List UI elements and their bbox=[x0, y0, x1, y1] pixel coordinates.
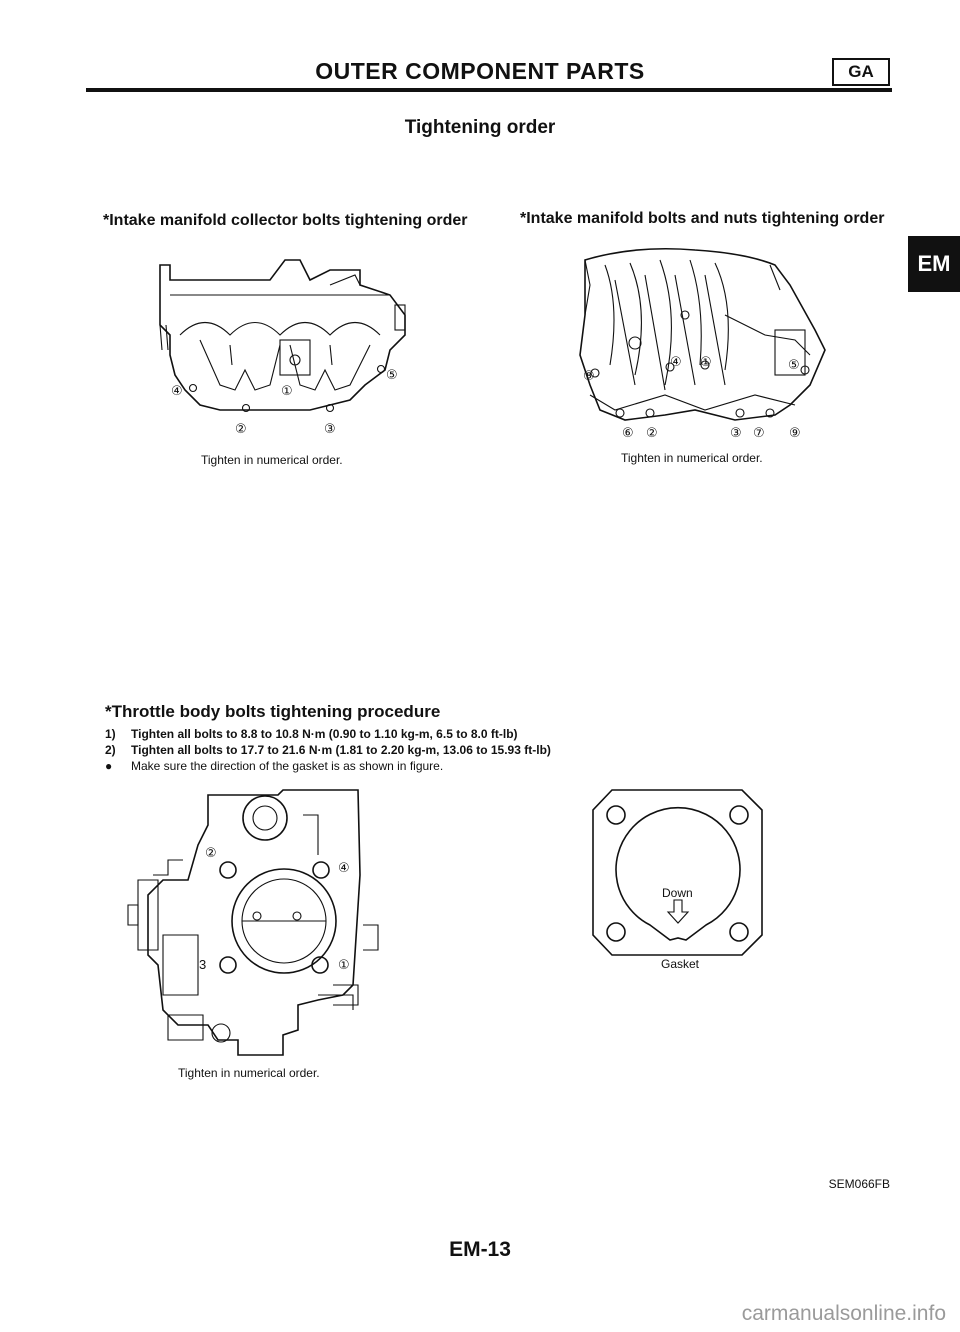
gasket-caption: Gasket bbox=[661, 957, 700, 971]
manifold-label-2: ② bbox=[646, 425, 658, 440]
throttle-label-1: ① bbox=[338, 957, 350, 972]
section-side-tab[interactable]: EM bbox=[908, 236, 960, 292]
collector-label-1: ① bbox=[281, 383, 293, 398]
intake-manifold-illustration bbox=[579, 247, 826, 421]
throttle-label-3: 3 bbox=[199, 957, 207, 972]
throttle-body-illustration bbox=[127, 789, 379, 1056]
engine-code-badge: GA bbox=[832, 58, 890, 86]
step-number: 1) bbox=[105, 727, 116, 741]
manifold-label-4: ④ bbox=[670, 354, 682, 369]
collector-label-4: ④ bbox=[171, 383, 183, 398]
header-rule bbox=[86, 88, 892, 92]
manifold-label-6: ⑥ bbox=[622, 425, 634, 440]
bullet-icon: ● bbox=[105, 759, 113, 773]
procedure-step-2: 2) Tighten all bolts to 17.7 to 21.6 N·m … bbox=[105, 743, 551, 757]
throttle-caption: Tighten in numerical order. bbox=[178, 1066, 320, 1080]
collector-label-5: ⑤ bbox=[386, 367, 398, 382]
collector-heading: *Intake manifold collector bolts tighten… bbox=[103, 212, 468, 229]
page-number: EM-13 bbox=[449, 1238, 511, 1261]
procedure-step-1: 1) Tighten all bolts to 8.8 to 10.8 N·m (… bbox=[105, 727, 518, 741]
manifold-label-1: ① bbox=[700, 354, 712, 369]
collector-label-2: ② bbox=[235, 421, 247, 436]
gasket-illustration bbox=[592, 789, 763, 956]
section-title: Tightening order bbox=[404, 117, 556, 138]
manifold-label-9: ⑨ bbox=[789, 425, 801, 440]
throttle-label-4: ④ bbox=[338, 860, 350, 875]
collector-caption: Tighten in numerical order. bbox=[201, 453, 343, 467]
collector-label-3: ③ bbox=[324, 421, 336, 436]
throttle-procedure-title: *Throttle body bolts tightening procedur… bbox=[105, 702, 441, 721]
manifold-heading: *Intake manifold bolts and nuts tighteni… bbox=[520, 210, 885, 227]
step-text: Tighten all bolts to 17.7 to 21.6 N·m (1… bbox=[131, 743, 551, 757]
throttle-label-2: ② bbox=[205, 845, 217, 860]
manifold-caption: Tighten in numerical order. bbox=[621, 451, 763, 465]
figure-code: SEM066FB bbox=[828, 1177, 890, 1191]
step-text: Tighten all bolts to 8.8 to 10.8 N·m (0.… bbox=[131, 727, 518, 741]
manifold-label-7: ⑦ bbox=[753, 425, 765, 440]
manifold-label-3: ③ bbox=[730, 425, 742, 440]
gasket-down-label: Down bbox=[662, 886, 693, 900]
intake-collector-illustration bbox=[159, 259, 406, 413]
manifold-label-5: ⑤ bbox=[788, 357, 800, 372]
manifold-label-8: ⑧ bbox=[583, 368, 595, 383]
step-number: 2) bbox=[105, 743, 116, 757]
note-text: Make sure the direction of the gasket is… bbox=[131, 759, 444, 773]
page-header-title: OUTER COMPONENT PARTS bbox=[315, 58, 645, 84]
procedure-note: ● Make sure the direction of the gasket i… bbox=[105, 759, 443, 773]
watermark: carmanualsonline.info bbox=[741, 1302, 946, 1325]
